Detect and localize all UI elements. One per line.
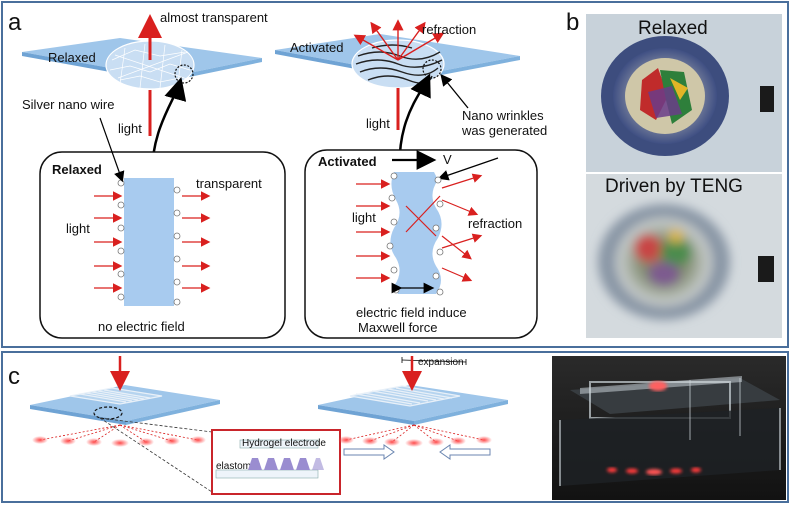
inset-relaxed-nanowires [117, 179, 181, 306]
transition-arrows [343, 444, 491, 460]
inset-activated-title: Activated [318, 154, 377, 169]
elastomer-label: elastomer [216, 461, 261, 472]
light-right-label: light [366, 116, 390, 131]
panel-a-letter: a [8, 9, 22, 36]
inset-relaxed-transparent: transparent [196, 176, 262, 191]
panel-c-letter: c [8, 363, 20, 390]
panel-b-letter: b [566, 9, 579, 36]
inset-activated-film [390, 172, 442, 294]
pyramid-microstructures [248, 458, 324, 470]
inset-activated-caption-1: electric field induce [356, 305, 467, 320]
expansion-label: expansion [418, 357, 464, 368]
device-right [318, 385, 508, 425]
inset-relaxed-film [124, 178, 174, 306]
relaxed-film [22, 38, 262, 90]
nanowire-mesh [109, 43, 191, 89]
inset-activated-refraction: refraction [468, 216, 522, 231]
scatter-rays [353, 19, 445, 61]
inset-activated-light: light [352, 210, 376, 225]
voltage-label: V [443, 152, 452, 167]
nanowire-pointer [99, 117, 125, 183]
spots-right [338, 436, 492, 447]
inset-activated-caption-2: Maxwell force [358, 320, 437, 335]
photo-device [552, 356, 786, 500]
photo-relaxed [586, 14, 782, 172]
inset-relaxed-light: light [66, 221, 90, 236]
refraction-top-label: refraction [422, 22, 476, 37]
zoom-line-2 [99, 417, 213, 493]
scatter-right [345, 424, 485, 443]
inset-relaxed-title: Relaxed [52, 162, 102, 177]
wrinkles-pointer [440, 73, 469, 109]
inset-relaxed-rays [94, 191, 211, 293]
photo-relaxed-label: Relaxed [638, 18, 708, 39]
wrinkles-pointer-inset [437, 157, 499, 181]
relaxed-film-label: Relaxed [48, 50, 96, 65]
almost-transparent-label: almost transparent [160, 10, 268, 25]
light-left-label: light [118, 121, 142, 136]
nano-wrinkles-label-2: was generated [461, 123, 547, 138]
nano-wrinkles-label-1: Nano wrinkles [462, 108, 544, 123]
silver-nano-wire-label: Silver nano wire [22, 97, 115, 112]
photo-teng [586, 174, 782, 338]
spots-left [32, 436, 206, 447]
hydrogel-layer [239, 439, 319, 449]
photo-teng-label: Driven by TENG [605, 176, 743, 197]
device-left [30, 385, 220, 425]
zoom-line-1 [99, 417, 213, 433]
hydrogel-electrode-label: Hydrogel electrode [242, 438, 326, 449]
inset-activated-rays [356, 173, 483, 283]
watermark: 六载跨境 [14, 482, 66, 497]
activated-film-label: Activated [290, 40, 343, 55]
inset-relaxed-caption: no electric field [98, 319, 185, 334]
